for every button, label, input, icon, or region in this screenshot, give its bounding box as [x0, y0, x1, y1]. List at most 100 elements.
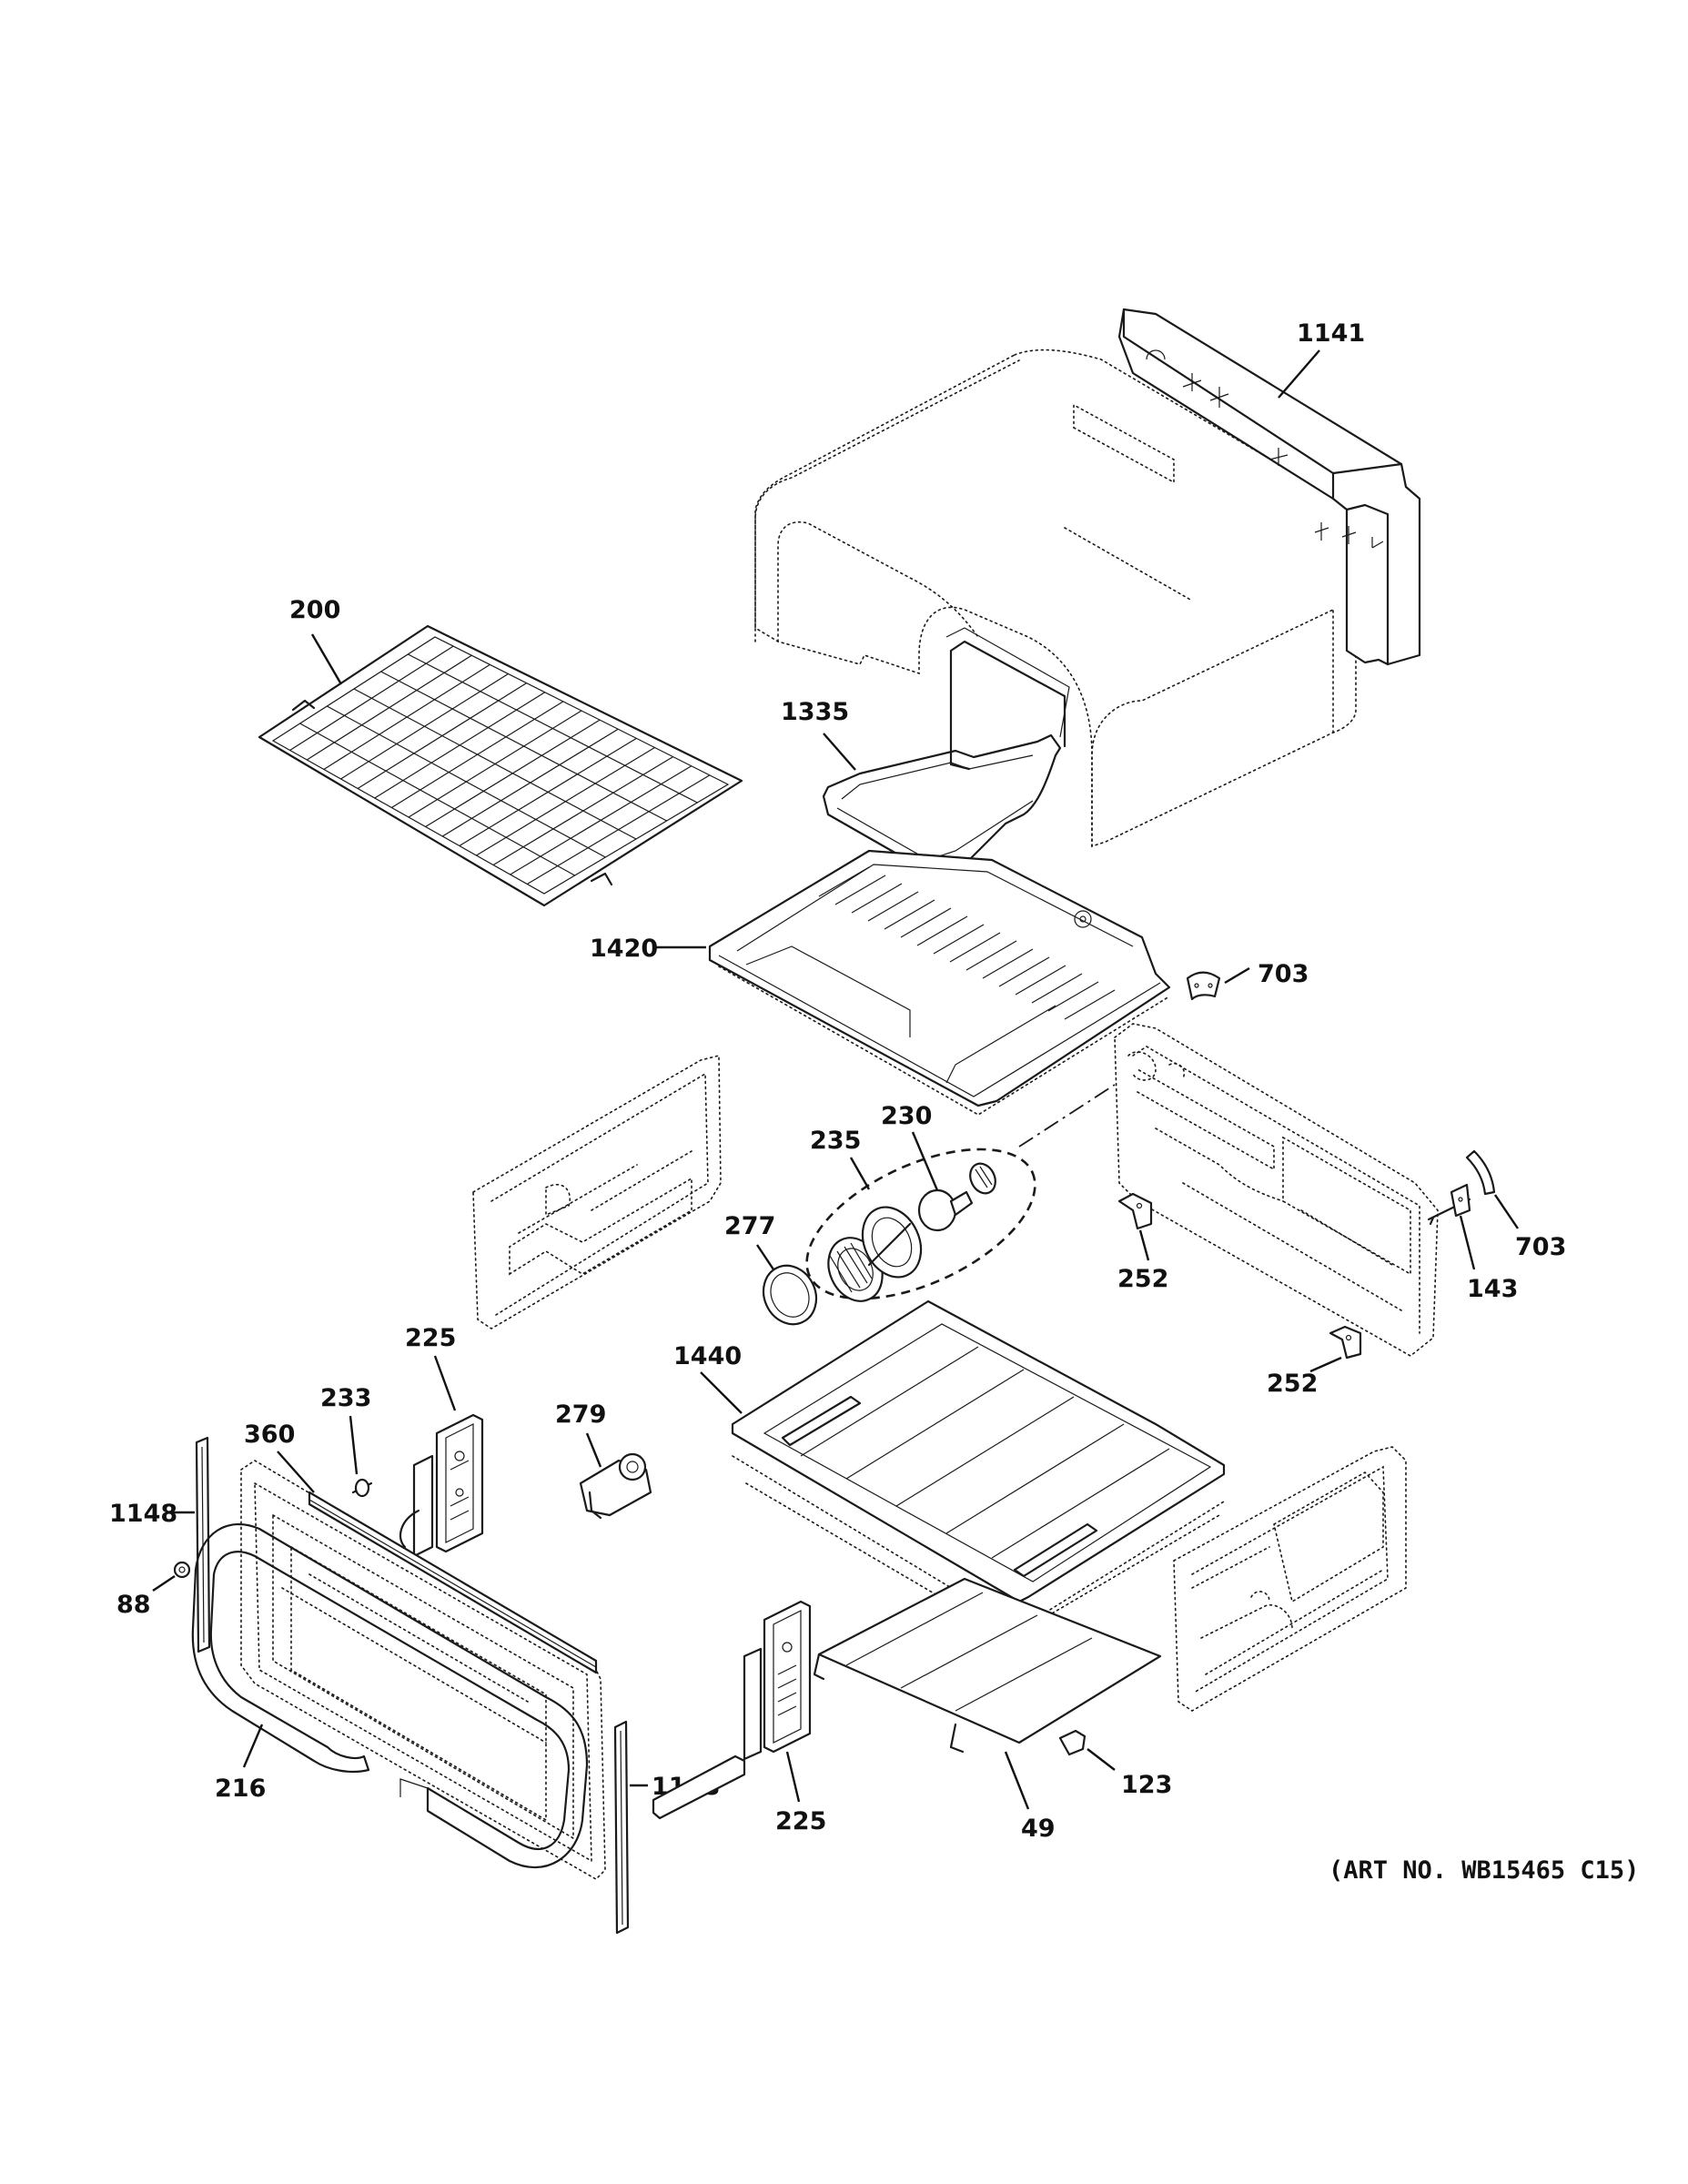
leader-235	[849, 1157, 871, 1190]
part-225-hinge-upper	[399, 1413, 484, 1558]
callout-225-lower: 225	[775, 1807, 826, 1835]
leader-703-top	[1224, 966, 1250, 985]
drawing-line	[353, 688, 637, 840]
rack-longbars	[299, 653, 698, 876]
callout-88: 88	[116, 1591, 151, 1619]
right-lower-side-panel-ghost	[1173, 1446, 1407, 1712]
leader-252-lower	[1309, 1356, 1342, 1373]
right-side-panel-ghost	[1114, 1023, 1439, 1357]
lamp-housing	[861, 1206, 923, 1279]
part-216-door-gasket	[191, 1523, 589, 1869]
callout-1420: 1420	[590, 935, 658, 963]
part-279-door-lock	[579, 1452, 652, 1520]
drawing-line	[327, 705, 606, 858]
leader-277	[756, 1244, 774, 1270]
drawing-line	[408, 653, 698, 804]
drawing-line	[916, 915, 968, 946]
callout-233: 233	[320, 1384, 371, 1412]
drawing-line	[1064, 989, 1116, 1020]
drawing-line	[834, 875, 886, 905]
drawing-line	[884, 899, 935, 930]
drawing-line	[851, 883, 903, 914]
drawing-line	[380, 671, 667, 822]
drawing-line	[1047, 981, 1099, 1012]
leader-360	[277, 1451, 315, 1493]
callout-230: 230	[881, 1102, 932, 1130]
oven-cavity-ghost	[754, 349, 1357, 848]
part-1148-strip-right	[613, 1720, 630, 1935]
leader-1335	[823, 733, 856, 771]
lamp-base	[969, 1162, 996, 1195]
leader-1440	[700, 1371, 743, 1414]
drawing-line	[900, 907, 952, 938]
drawing-line	[982, 948, 1034, 979]
callout-277: 277	[724, 1212, 775, 1240]
part-49-heat-shield	[813, 1577, 1162, 1754]
part-230-lamp-bulb	[917, 1188, 974, 1232]
part-143-sensor	[1427, 1183, 1471, 1226]
part-277-lamp-gasket	[762, 1264, 818, 1326]
callout-279: 279	[555, 1400, 606, 1429]
leader-200	[310, 633, 343, 685]
leader-88	[152, 1575, 176, 1592]
part-703-shield-right	[1465, 1149, 1496, 1196]
callout-123: 123	[1121, 1771, 1172, 1799]
left-side-panel-ghost	[472, 1054, 722, 1330]
part-360-trim-strip	[308, 1491, 598, 1674]
drawing-line	[1015, 965, 1066, 996]
part-1420-oven-panel	[708, 849, 1171, 1116]
vent-slots	[818, 866, 1116, 1020]
part-1335-liner	[822, 627, 1070, 875]
part-1141-insulation-panel	[1117, 308, 1421, 666]
leader-279	[585, 1432, 602, 1468]
leader-233	[349, 1415, 359, 1475]
callout-49: 49	[1021, 1815, 1056, 1843]
callout-225-upper: 225	[405, 1324, 456, 1352]
leader-703-right	[1494, 1194, 1519, 1229]
callout-1148-left: 1148	[109, 1500, 177, 1528]
callout-252-upper: 252	[1117, 1265, 1168, 1293]
part-252-bracket-upper	[1117, 1192, 1153, 1230]
callout-216: 216	[215, 1774, 266, 1803]
callout-200: 200	[289, 596, 340, 624]
drawing-line	[867, 891, 919, 922]
callout-703-right: 703	[1515, 1233, 1566, 1261]
leader-230	[911, 1131, 939, 1191]
part-123-clip	[1058, 1729, 1087, 1756]
callout-1335: 1335	[781, 698, 849, 726]
leader-49	[1004, 1751, 1030, 1810]
part-225-hinge-lower	[652, 1600, 812, 1820]
leader-123	[1087, 1748, 1116, 1771]
leader-143	[1459, 1215, 1476, 1270]
callout-703-top: 703	[1258, 960, 1309, 988]
art-number: (ART NO. WB15465 C15)	[1329, 1856, 1639, 1885]
drawing-line	[965, 940, 1017, 971]
leader-216	[242, 1724, 264, 1768]
part-233-roller	[351, 1478, 373, 1498]
callout-252-lower: 252	[1267, 1370, 1318, 1398]
part-703-shield-top	[1186, 971, 1221, 1001]
callout-1141: 1141	[1297, 319, 1365, 348]
part-200-oven-rack	[258, 624, 743, 907]
rack-crossbars	[289, 645, 711, 885]
leader-1141	[1278, 349, 1320, 399]
drawing-line	[1031, 973, 1083, 1004]
leader-252-upper	[1138, 1229, 1150, 1261]
callout-360: 360	[244, 1421, 295, 1449]
part-252-bracket-lower	[1329, 1325, 1362, 1360]
drawing-line	[949, 932, 1001, 963]
drawing-line	[998, 956, 1050, 987]
part-1440-bottom-panel	[731, 1299, 1226, 1639]
drawing-line	[933, 924, 985, 955]
leader-225-upper	[433, 1355, 457, 1411]
callout-235: 235	[810, 1127, 861, 1155]
drawing-line	[818, 866, 870, 897]
alignment-centerline	[1018, 1084, 1116, 1148]
part-235-lamp-assembly	[805, 1148, 1036, 1302]
callout-1440: 1440	[673, 1342, 742, 1370]
callout-143: 143	[1467, 1275, 1518, 1303]
leader-225-lower	[785, 1751, 801, 1803]
part-88-grommet	[173, 1561, 191, 1579]
drawing-line	[299, 723, 575, 876]
